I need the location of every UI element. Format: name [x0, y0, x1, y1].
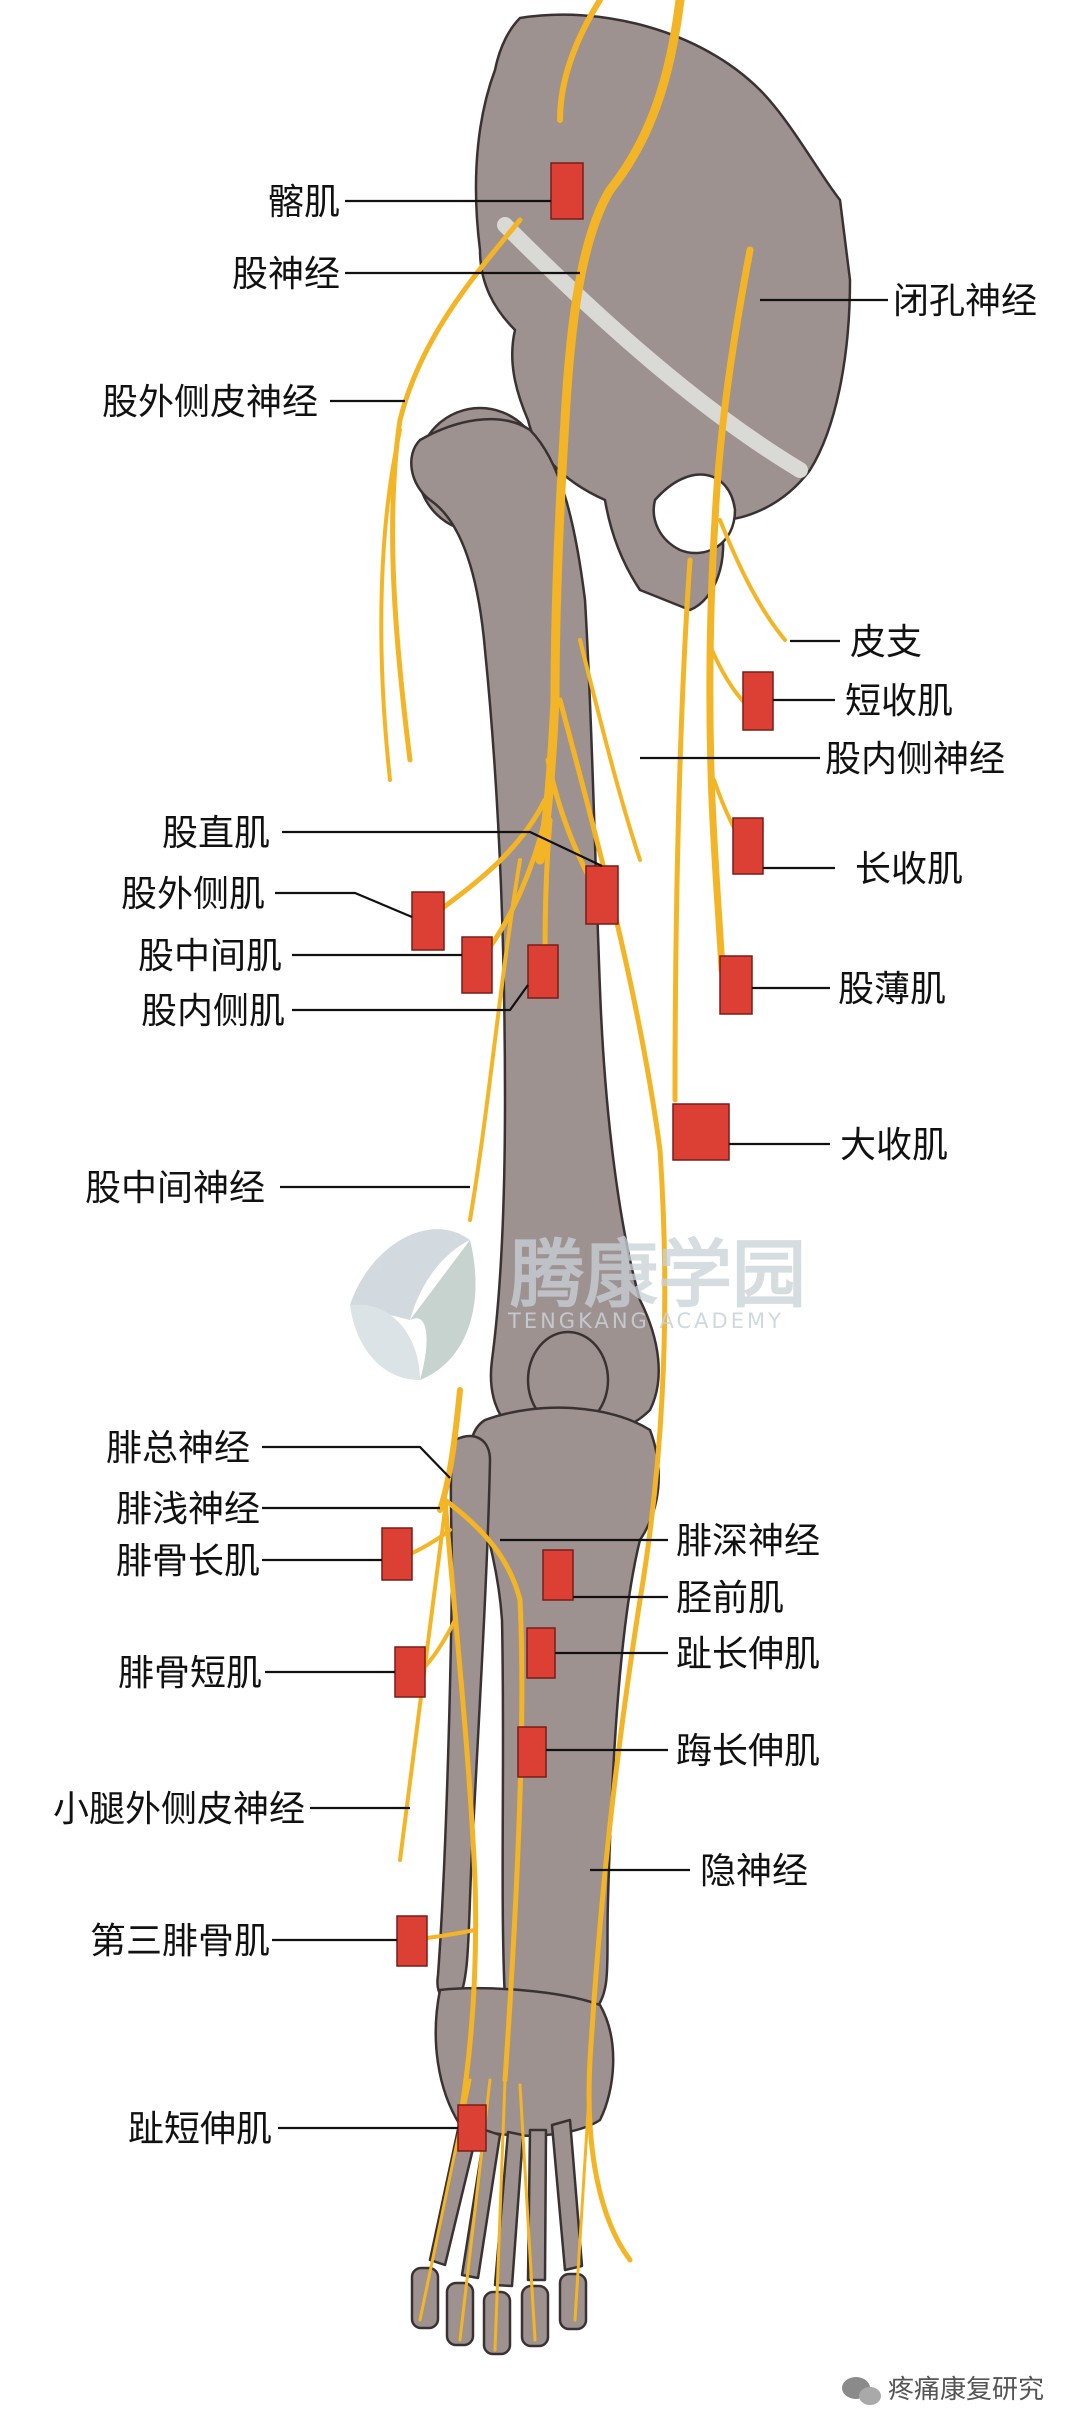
label-adductor-magnus: 大收肌: [840, 1125, 948, 1166]
lateral-femoral-cutaneous-nerve: [390, 217, 523, 763]
deep-peroneal-nerve: [442, 1497, 525, 2083]
femoral-nerve-upper: [557, 0, 603, 123]
label-deep-peroneal: 腓深神经: [676, 1521, 820, 1562]
watermark: 腾康学园 TENGKANG ACADEMY: [350, 1229, 806, 1380]
label-vastus-medialis: 股内侧肌: [141, 991, 285, 1032]
peroneus-tertius-marker: [396, 1915, 428, 1967]
label-adductor-longus: 长收肌: [855, 849, 963, 890]
label-extensor-hallucis-longus: 踇长伸肌: [676, 1731, 820, 1772]
credit: 疼痛康复研究: [842, 2375, 1044, 2405]
label-cutaneous-branch: 皮支: [850, 622, 922, 663]
label-lateral-femoral-cutaneous: 股外侧皮神经: [102, 382, 318, 423]
labels: 髂肌 股神经 闭孔神经 股外侧皮神经 皮支 短收肌 股内侧神经 股直肌 长收肌 …: [53, 182, 1037, 2150]
extensor-digitorum-longus-marker: [526, 1627, 556, 1679]
peroneus-brevis-marker: [394, 1646, 426, 1698]
peroneus-longus-marker: [381, 1527, 413, 1581]
label-tibialis-anterior: 胫前肌: [676, 1578, 784, 1619]
watermark-logo-icon: [350, 1229, 476, 1380]
leader-rectus-femoris: [282, 830, 603, 867]
metatarsals: [428, 2118, 584, 2288]
medial-femoral-nerve: [578, 638, 642, 862]
superficial-peroneal-nerve: [442, 1497, 479, 2123]
label-saphenous: 隐神经: [700, 1851, 808, 1892]
lateral-femoral-cutaneous-branch: [379, 428, 402, 782]
phalanges: [410, 2266, 588, 2356]
vastus-lateralis-marker: [411, 891, 445, 951]
watermark-en-text: TENGKANG ACADEMY: [507, 1309, 784, 1333]
label-superficial-peroneal: 腓浅神经: [116, 1489, 260, 1530]
tibia: [468, 1406, 660, 2020]
muscle-markers: [381, 162, 774, 2152]
label-peroneus-brevis: 腓骨短肌: [118, 1653, 262, 1694]
credit-text: 疼痛康复研究: [888, 2375, 1044, 2405]
label-vastus-intermedius: 股中间肌: [138, 936, 282, 977]
label-lateral-sural-cutaneous: 小腿外侧皮神经: [53, 1789, 305, 1830]
label-iliacus: 髂肌: [268, 182, 340, 223]
obturator-nerve: [706, 246, 754, 974]
label-vastus-lateralis: 股外侧肌: [121, 874, 265, 915]
extensor-hallucis-longus-marker: [517, 1726, 547, 1778]
obturator-cutaneous-branch: [718, 518, 787, 642]
tibialis-anterior-marker: [542, 1549, 574, 1601]
gracilis-marker: [719, 955, 753, 1015]
leader-common-peroneal: [262, 1445, 451, 1479]
label-peroneus-longus: 腓骨长肌: [116, 1541, 260, 1582]
label-medial-femoral-nerve: 股内侧神经: [825, 739, 1005, 780]
vastus-intermedius-marker: [461, 936, 493, 994]
wechat-icon: [842, 2377, 881, 2405]
label-intermediate-femoral-nerve: 股中间神经: [85, 1168, 265, 1209]
label-rectus-femoris: 股直肌: [162, 813, 270, 854]
label-obturator-nerve: 闭孔神经: [893, 281, 1037, 322]
label-common-peroneal: 腓总神经: [106, 1428, 250, 1469]
adductor-brevis-marker: [742, 671, 774, 731]
extensor-digitorum-brevis-marker: [457, 2104, 487, 2152]
adductor-magnus-branch: [672, 557, 693, 1103]
intermediate-femoral-nerve: [468, 858, 522, 1222]
femoral-nerve-trunk: [535, 0, 685, 865]
toe-nerves: [418, 2078, 592, 2352]
label-extensor-digitorum-longus: 趾长伸肌: [676, 1634, 820, 1675]
label-adductor-brevis: 短收肌: [845, 681, 953, 722]
label-gracilis: 股薄肌: [838, 969, 946, 1010]
label-femoral-nerve: 股神经: [232, 254, 340, 295]
label-peroneus-tertius: 第三腓骨肌: [90, 1921, 270, 1962]
nerve-network: [379, 0, 787, 2352]
rectus-femoris-marker: [585, 865, 619, 925]
iliacus-marker: [550, 162, 584, 220]
tarsals: [434, 1986, 615, 2137]
femoral-branch-vastus-lateralis: [437, 797, 548, 913]
leader-vastus-lateralis: [275, 891, 413, 919]
vastus-medialis-marker: [527, 944, 559, 999]
adductor-magnus-marker: [672, 1103, 730, 1161]
leader-lines: [262, 199, 888, 2130]
label-extensor-digitorum-brevis: 趾短伸肌: [128, 2109, 272, 2150]
watermark-cn-text: 腾康学园: [510, 1232, 806, 1318]
adductor-longus-marker: [732, 817, 764, 875]
leader-vastus-medialis: [292, 984, 529, 1012]
inguinal-ligament: [497, 217, 808, 478]
